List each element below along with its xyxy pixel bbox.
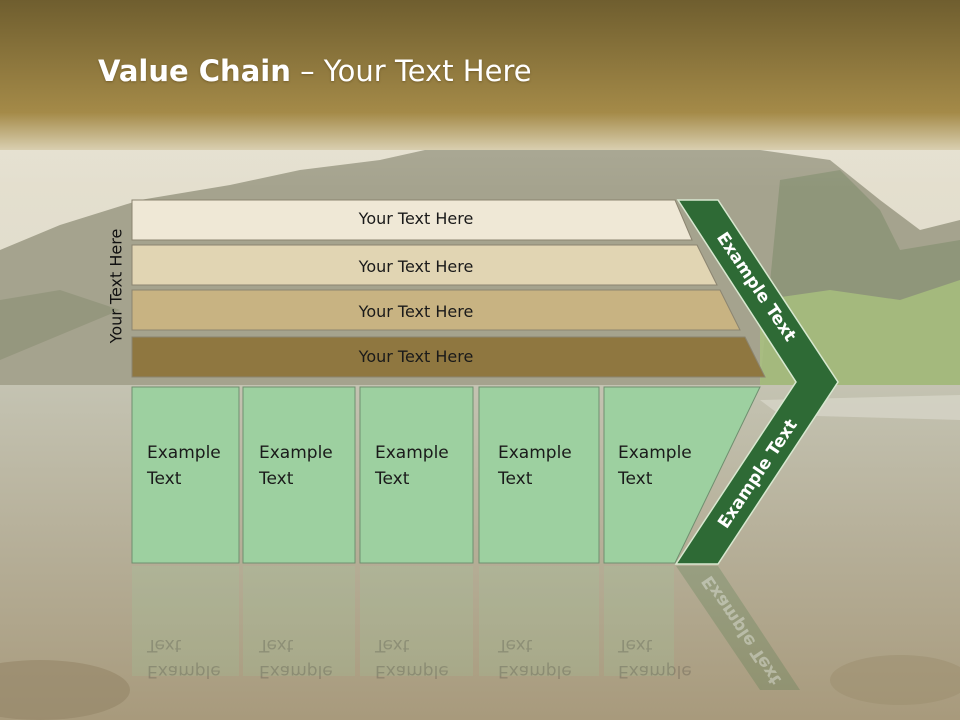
title-bold: Value Chain: [98, 54, 291, 88]
reflection-line2: Text: [147, 635, 182, 655]
reflection-line2: Text: [498, 635, 533, 655]
box-label: Example Text: [498, 440, 572, 492]
bar-label: Your Text Here: [358, 257, 474, 276]
box-label-reflection: Example Text: [618, 632, 692, 684]
reflection: [132, 566, 800, 690]
reflection-line2: Text: [375, 635, 410, 655]
bar-label: Your Text Here: [358, 302, 474, 321]
reflection-line1: Example: [259, 661, 333, 681]
box-label-reflection: Example Text: [259, 632, 333, 684]
box-label-line1: Example: [375, 443, 449, 463]
bar-1: [131, 199, 693, 241]
bar-label: Your Text Here: [358, 209, 474, 228]
reflection-line2: Text: [618, 635, 653, 655]
box-label-line2: Text: [375, 469, 410, 489]
box-label-line1: Example: [498, 443, 572, 463]
box-4: [478, 386, 600, 564]
reflection-line2: Text: [259, 635, 294, 655]
bar-label: Your Text Here: [358, 347, 474, 366]
box-label-line1: Example: [618, 443, 692, 463]
box-label-reflection: Example Text: [375, 632, 449, 684]
box-5: [603, 386, 761, 564]
box-label-line1: Example: [147, 443, 221, 463]
box-label-reflection: Example Text: [147, 632, 221, 684]
bar-3: [131, 289, 741, 331]
box-1: [131, 386, 240, 564]
box-label: Example Text: [375, 440, 449, 492]
hill-shape: [0, 290, 120, 360]
bar-2: [131, 244, 718, 286]
box-label: Example Text: [259, 440, 333, 492]
reflection-line1: Example: [498, 661, 572, 681]
chevron-arrow: [674, 199, 839, 565]
box-label: Example Text: [147, 440, 221, 492]
reflection-line1: Example: [618, 661, 692, 681]
bar-4: [131, 336, 766, 378]
box-label-line2: Text: [147, 469, 182, 489]
box-2: [242, 386, 356, 564]
reflection-line1: Example: [375, 661, 449, 681]
header-band: [0, 0, 960, 150]
slide-title: Value Chain – Your Text Here: [98, 54, 532, 88]
box-label: Example Text: [618, 440, 692, 492]
side-label: Your Text Here: [106, 228, 126, 344]
title-rest: – Your Text Here: [290, 54, 532, 88]
box-label-line2: Text: [259, 469, 294, 489]
reflection-line1: Example: [147, 661, 221, 681]
box-3: [359, 386, 474, 564]
box-label-line2: Text: [498, 469, 533, 489]
box-label-reflection: Example Text: [498, 632, 572, 684]
box-label-line2: Text: [618, 469, 653, 489]
box-label-line1: Example: [259, 443, 333, 463]
